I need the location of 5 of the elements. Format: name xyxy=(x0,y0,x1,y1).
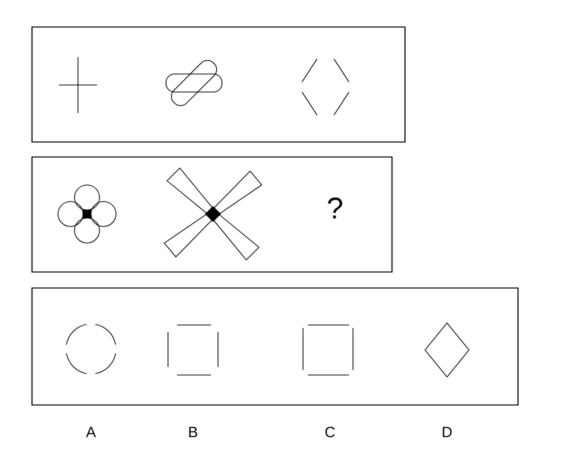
option-letter: D xyxy=(442,426,452,438)
option-letter: C xyxy=(325,426,335,438)
option-letter: B xyxy=(189,426,198,438)
question-mark: ? xyxy=(328,198,342,218)
option-letter: A xyxy=(86,426,96,438)
